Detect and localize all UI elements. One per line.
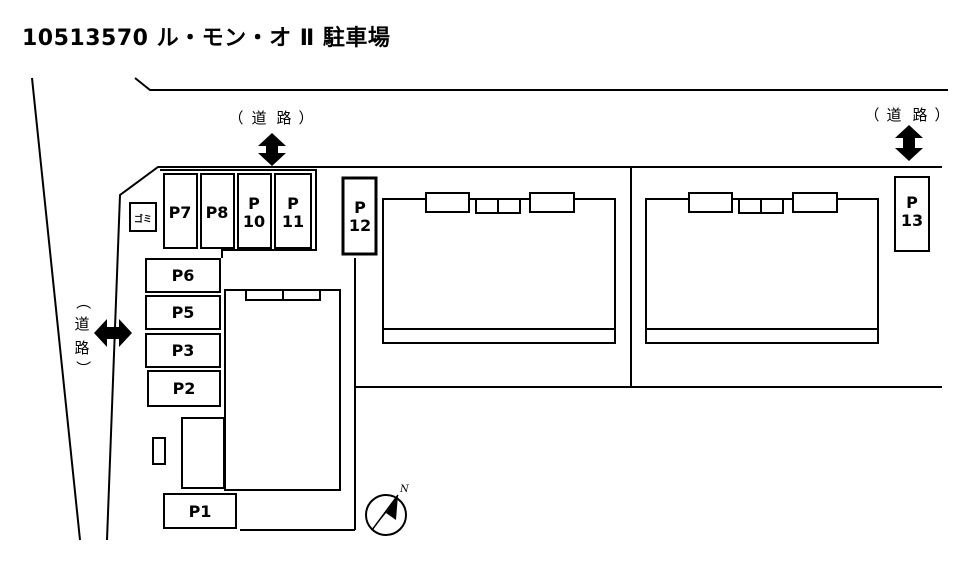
building-feature	[792, 192, 838, 213]
building-feature	[245, 289, 284, 301]
space-label-p11: P	[287, 194, 299, 213]
road-label-paren: （	[228, 109, 243, 127]
road-label-char: 道	[886, 106, 901, 124]
building-right	[645, 198, 879, 330]
road-label-char: 路	[912, 106, 927, 124]
parking-space-p12	[341, 176, 378, 256]
road-label-paren: ）	[298, 109, 313, 127]
road-label-paren: （	[74, 294, 92, 309]
space-label-p12: 12	[349, 216, 371, 235]
double-arrow-vertical-icon	[258, 133, 286, 166]
parking-space-p2	[147, 370, 221, 407]
space-label-p10: 10	[243, 212, 265, 231]
parking-space-p8	[200, 173, 235, 249]
road-label-paren: ）	[74, 360, 92, 375]
road-label-char: 道	[251, 109, 266, 127]
building-middle-base	[382, 328, 616, 344]
building-feature	[760, 198, 784, 214]
building-right-base	[645, 328, 879, 344]
garbage-station	[129, 202, 157, 232]
space-label-p12: P	[354, 198, 366, 217]
space-label-p11: 11	[282, 212, 304, 231]
space-label-p1: P1	[189, 502, 212, 521]
space-label-p5: P5	[172, 303, 195, 322]
parking-space-p13	[894, 176, 930, 252]
parking-space-p7	[163, 173, 198, 249]
page-title: 10513570 ル・モン・オ Ⅱ 駐車場	[22, 26, 391, 51]
space-label-p3: P3	[172, 341, 195, 360]
north-compass-icon	[365, 494, 407, 536]
space-label-p2: P2	[173, 379, 196, 398]
small-structure	[181, 417, 225, 489]
space-label-p6: P6	[172, 266, 195, 285]
parking-enclosure	[160, 169, 317, 258]
double-arrow-vertical-icon	[895, 125, 923, 161]
building-middle	[382, 198, 616, 330]
building-feature	[688, 192, 733, 213]
parking-space-p6	[145, 258, 221, 293]
parking-space-p10	[237, 173, 272, 249]
small-structure	[152, 437, 166, 465]
top-road-edge	[134, 77, 948, 91]
left-road-edge	[31, 77, 81, 541]
building-feature	[282, 289, 321, 301]
space-label-p8: P8	[206, 203, 229, 222]
parking-space-p5	[145, 295, 221, 330]
road-label-paren: ）	[934, 106, 949, 124]
space-label-p13: P	[906, 193, 918, 212]
double-arrow-horizontal-icon	[94, 319, 132, 347]
building-left	[224, 289, 341, 491]
space-label-p7: P7	[169, 203, 192, 222]
site-boundary	[106, 166, 942, 541]
north-label: N	[399, 484, 410, 495]
road-label-char: 路	[276, 109, 291, 127]
building-feature	[497, 198, 521, 214]
parking-space-p11	[274, 173, 312, 249]
parking-space-p3	[145, 333, 221, 368]
building-feature	[529, 192, 575, 213]
space-label-p13: 13	[901, 211, 923, 230]
space-label-p10: P	[248, 194, 260, 213]
road-label-paren: （	[864, 106, 879, 124]
garbage-label: ゴミ	[134, 213, 152, 225]
building-feature	[475, 198, 499, 214]
building-feature	[738, 198, 762, 214]
parking-space-p1	[163, 493, 237, 529]
road-label-char: 路	[74, 339, 89, 357]
building-feature	[425, 192, 470, 213]
road-label-char: 道	[74, 315, 89, 333]
